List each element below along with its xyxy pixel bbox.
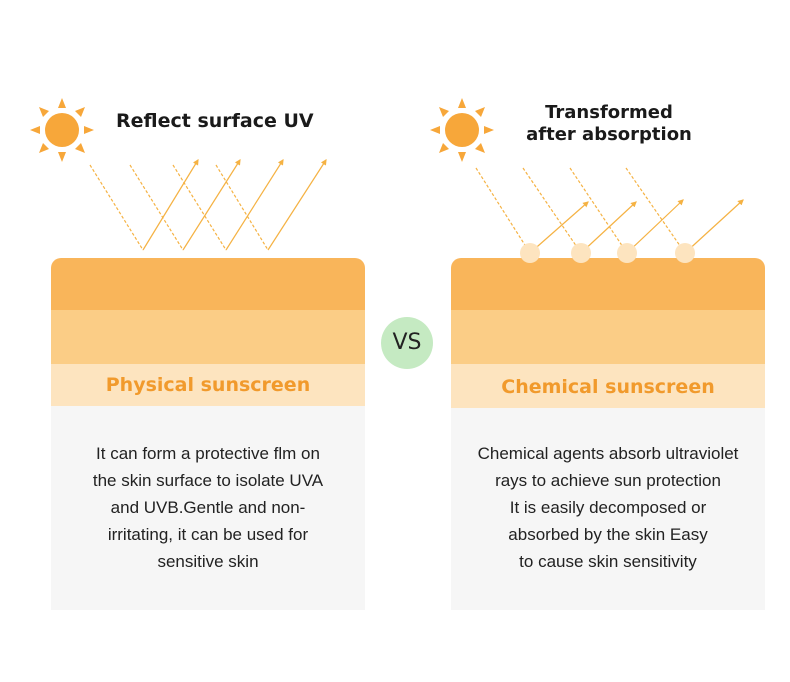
description-box: It can form a protective flm on the skin… [51, 406, 365, 610]
sun-icon [430, 98, 494, 162]
description-line: and UVB.Gentle and non- [110, 498, 306, 517]
description-box: Chemical agents absorb ultraviolet rays … [451, 408, 765, 610]
description-text: It can form a protective flm on the skin… [51, 440, 365, 575]
absorption-particles [520, 243, 695, 263]
absorption-particle [617, 243, 637, 263]
vs-badge: VS [381, 317, 433, 369]
description-line: Chemical agents absorb ultraviolet [477, 444, 739, 463]
heading-line: Reflect surface UV [116, 110, 314, 132]
skin-layer-outer [51, 258, 365, 310]
description-line: the skin surface to isolate UVA [92, 471, 324, 490]
description-line: It is easily decomposed or [509, 498, 707, 517]
chemical-sunscreen-label: Chemical sunscreen [451, 364, 765, 408]
absorption-particle [520, 243, 540, 263]
panel-heading: Reflect surface UV [116, 110, 366, 132]
skin-layer-outer [451, 258, 765, 310]
chemical-sunscreen-panel: Transformed after absorption [430, 0, 768, 682]
description-text: Chemical agents absorb ultraviolet rays … [451, 440, 765, 575]
reflected-uv-rays [89, 158, 327, 251]
description-line: absorbed by the skin Easy [508, 525, 708, 544]
heading-line: after absorption [526, 124, 692, 145]
physical-sunscreen-panel: Reflect surface UV Physical sunscreen It… [30, 0, 368, 682]
description-line: rays to achieve sun protection [495, 471, 721, 490]
description-line: sensitive skin [157, 552, 259, 571]
absorption-particle [571, 243, 591, 263]
description-line: to cause skin sensitivity [519, 552, 697, 571]
sun-icon [30, 98, 94, 162]
description-line: It can form a protective flm on [96, 444, 320, 463]
heading-line: Transformed [545, 102, 673, 123]
absorption-particle [675, 243, 695, 263]
skin-layer-middle [451, 310, 765, 364]
skin-layer-middle [51, 310, 365, 364]
description-line: irritating, it can be used for [107, 525, 309, 544]
physical-sunscreen-label: Physical sunscreen [51, 364, 365, 406]
panel-heading: Transformed after absorption [504, 102, 714, 146]
